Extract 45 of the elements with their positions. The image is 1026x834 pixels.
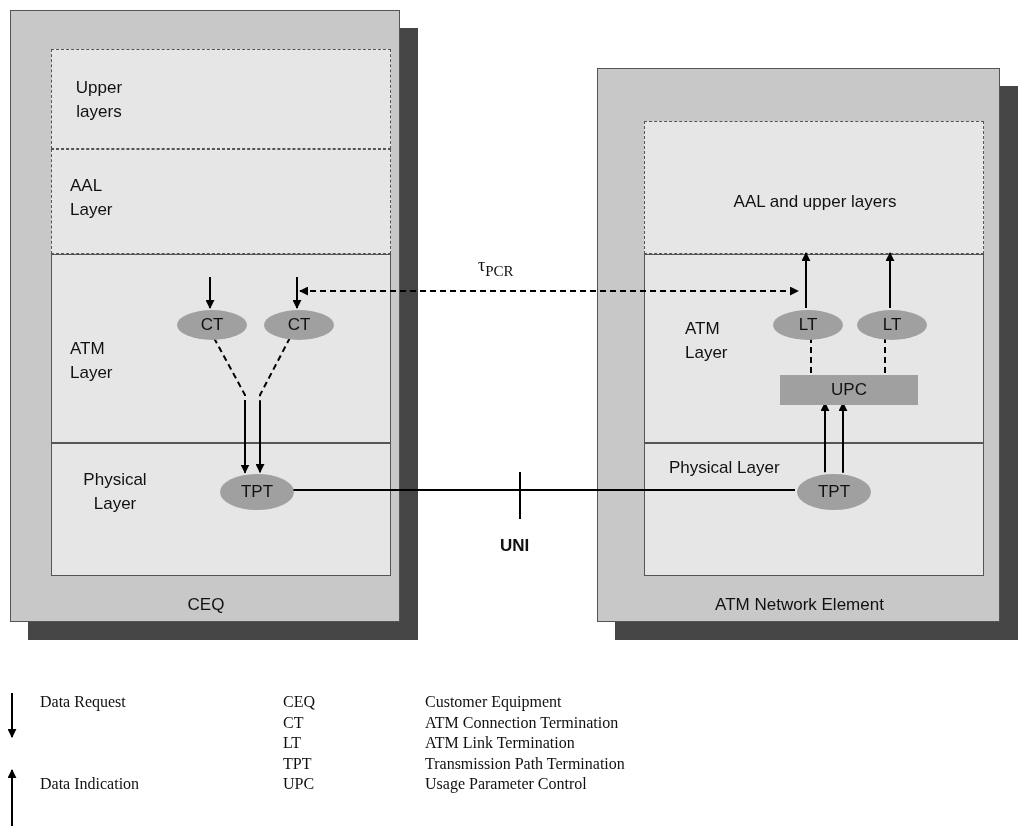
layer-label: ATM Layer <box>685 318 729 364</box>
definition: Transmission Path Termination <box>425 754 625 773</box>
legend-label: Data Request <box>40 693 126 711</box>
definition: Customer Equipment <box>425 693 562 711</box>
layer-label: Physical Layer <box>82 469 148 515</box>
definition: ATM Link Termination <box>425 734 575 752</box>
arrow <box>838 402 848 474</box>
control-bar: UPC <box>780 375 918 405</box>
device-label: ATM Network Element <box>714 594 885 616</box>
definition: ATM Connection Termination <box>425 713 619 732</box>
layer-box <box>644 121 984 254</box>
layer-box <box>51 49 391 149</box>
layer-box <box>51 254 391 443</box>
termination-ellipse: TPT <box>797 474 871 510</box>
termination-ellipse: CT <box>177 310 247 340</box>
device-box <box>597 68 1000 622</box>
abbreviation: CT <box>283 713 304 732</box>
layer-label: AAL Layer <box>70 175 114 221</box>
abbreviation: TPT <box>283 754 312 773</box>
layer-box <box>644 443 984 576</box>
layer-label: ATM Layer <box>70 338 114 384</box>
abbreviation: CEQ <box>283 693 315 711</box>
device-box <box>10 10 400 622</box>
interface-label: UNI <box>500 535 530 557</box>
termination-ellipse: CT <box>264 310 334 340</box>
termination-ellipse: LT <box>773 310 843 340</box>
layer-label: Upper layers <box>74 77 124 123</box>
dashed-line <box>299 286 799 296</box>
legend-label: Data Indication <box>40 775 140 793</box>
definition: Usage Parameter Control <box>425 775 587 793</box>
abbreviation: UPC <box>283 775 315 793</box>
layer-box <box>51 149 391 254</box>
layer-box <box>644 254 984 443</box>
arrow <box>801 252 811 309</box>
layer-label: AAL and upper layers <box>732 191 898 213</box>
termination-ellipse: TPT <box>220 474 294 510</box>
arrow <box>820 402 830 474</box>
termination-ellipse: LT <box>857 310 927 340</box>
device-label: CEQ <box>186 594 226 616</box>
arrow <box>205 276 215 309</box>
arrow <box>292 276 302 309</box>
abbreviation: LT <box>283 734 302 752</box>
arrow <box>885 252 895 309</box>
connector-line <box>291 489 796 491</box>
layer-box <box>51 443 391 576</box>
